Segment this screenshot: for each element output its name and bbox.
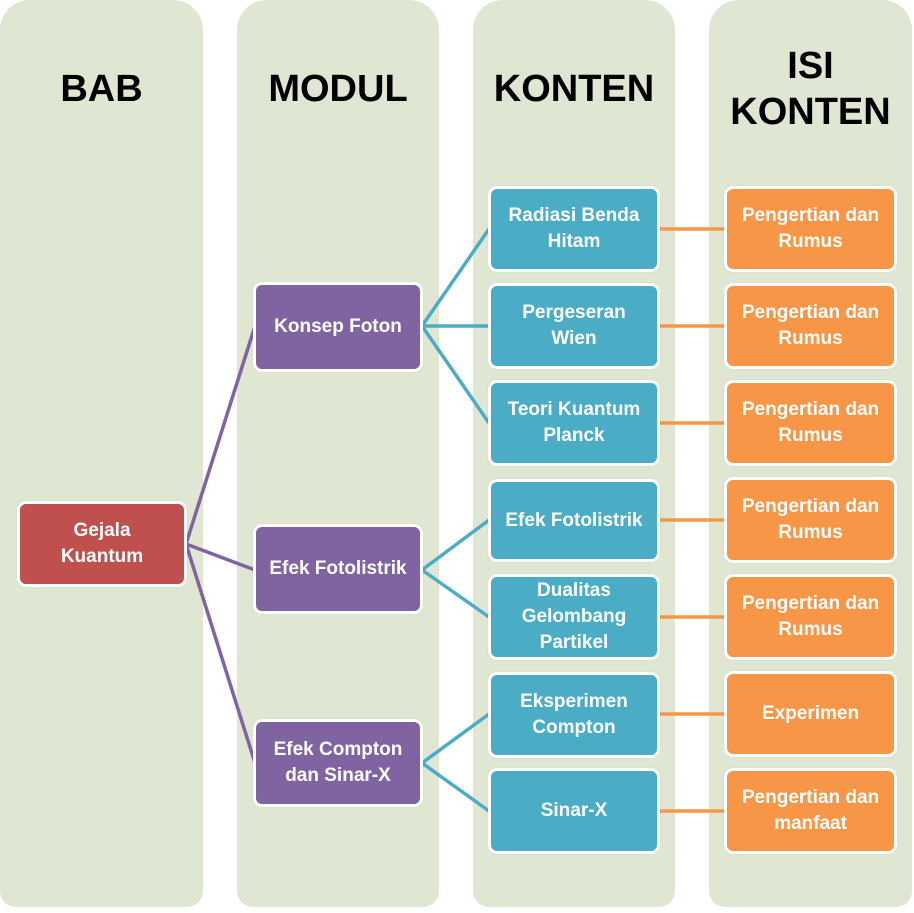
connector-bab-modul-3: [184, 543, 257, 764]
node-isi-konten-1[interactable]: Pengertian dan Rumus: [724, 186, 897, 272]
node-modul-konsep-foton[interactable]: Konsep Foton: [253, 282, 423, 372]
node-isi-konten-3[interactable]: Pengertian dan Rumus: [724, 380, 897, 466]
node-konten-pergeseran-wien[interactable]: Pergeseran Wien: [488, 283, 660, 369]
node-modul-efek-fotolistrik[interactable]: Efek Fotolistrik: [253, 524, 423, 614]
node-konten-radiasi-benda-hitam[interactable]: Radiasi Benda Hitam: [488, 186, 660, 272]
connector-modul3-konten6: [420, 712, 491, 765]
column-title-bab: BAB: [60, 68, 143, 110]
column-title-isi-konten: ISI KONTEN: [730, 45, 891, 133]
node-isi-konten-2[interactable]: Pengertian dan Rumus: [724, 283, 897, 369]
column-title-modul: MODUL: [268, 68, 408, 110]
node-isi-konten-5[interactable]: Pengertian dan Rumus: [724, 574, 897, 660]
node-konten-efek-fotolistrik[interactable]: Efek Fotolistrik: [488, 479, 660, 562]
node-isi-konten-6[interactable]: Experimen: [724, 671, 897, 757]
connector-modul1-konten3: [420, 325, 491, 424]
node-isi-konten-4[interactable]: Pengertian dan Rumus: [724, 477, 897, 563]
connector-bab-modul-1: [184, 325, 257, 545]
node-bab-gejala-kuantum[interactable]: Gejala Kuantum: [17, 501, 187, 587]
connector-modul2-konten4: [420, 518, 491, 572]
connector-bab-modul-2: [185, 542, 256, 572]
node-konten-dualitas-gelombang-partikel[interactable]: Dualitas Gelombang Partikel: [488, 574, 660, 660]
connector-modul3-konten7: [420, 761, 491, 813]
node-konten-sinar-x[interactable]: Sinar-X: [488, 768, 660, 854]
node-konten-teori-kuantum-planck[interactable]: Teori Kuantum Planck: [488, 380, 660, 466]
column-bab: BAB: [0, 0, 203, 907]
connector-modul2-konten5: [420, 568, 491, 619]
node-modul-efek-compton-sinar-x[interactable]: Efek Compton dan Sinar-X: [253, 719, 423, 807]
node-konten-eksperimen-compton[interactable]: Eksperimen Compton: [488, 672, 660, 758]
column-title-konten: KONTEN: [493, 68, 655, 110]
node-isi-konten-7[interactable]: Pengertian dan manfaat: [724, 768, 897, 854]
connector-modul1-konten1: [420, 228, 491, 327]
